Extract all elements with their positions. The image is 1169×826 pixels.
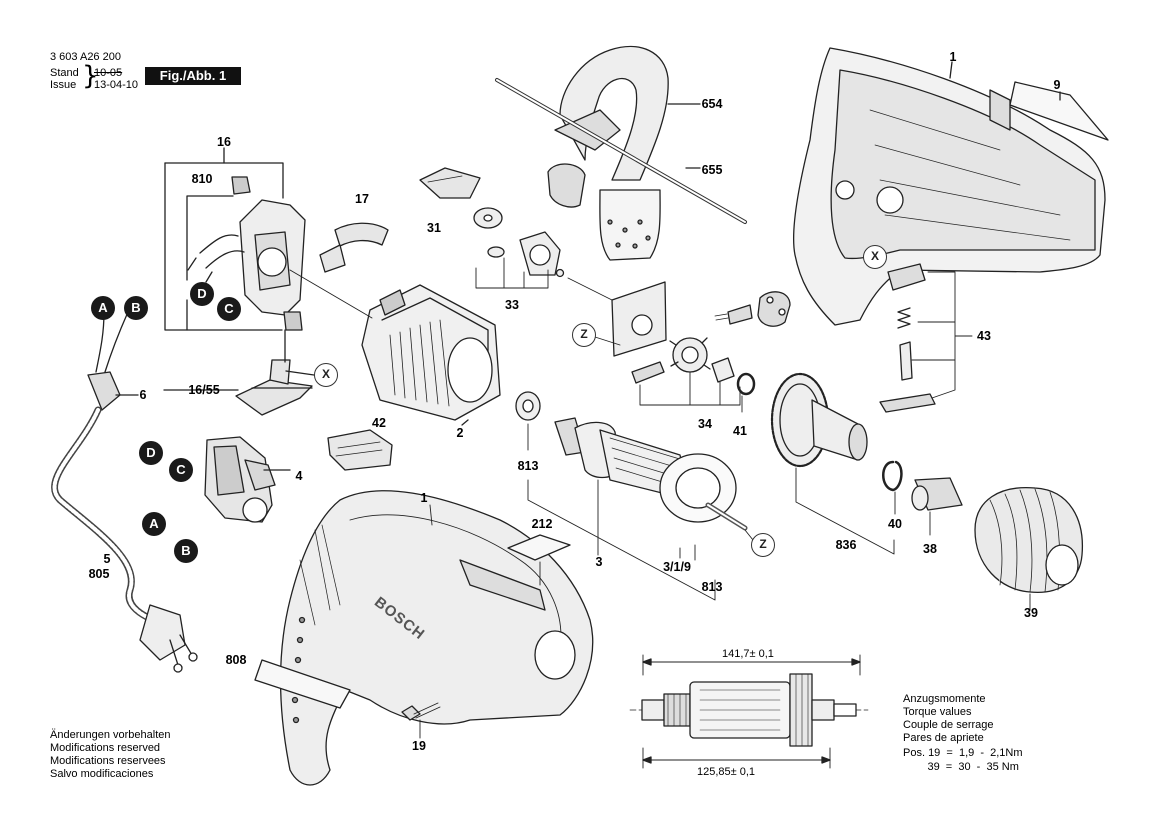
connection-marker-b-cord: B — [124, 296, 148, 320]
doc-number: 3 603 A26 200 — [50, 51, 121, 63]
part-label-654: 654 — [701, 97, 723, 111]
reference-z-1: Z — [572, 323, 596, 347]
connection-marker-a-switch: A — [142, 512, 166, 536]
bearing-38 — [911, 477, 963, 511]
part-label-42: 42 — [372, 416, 386, 430]
clip-17-part — [319, 222, 389, 273]
dimension-top: 141,7± 0,1 — [722, 648, 774, 660]
part-label-655: 655 — [701, 163, 723, 177]
part-label-34: 34 — [698, 417, 712, 431]
bearing-813 — [515, 391, 541, 421]
shield-16-55 — [235, 359, 315, 416]
switch-4-part — [204, 436, 276, 523]
note-line-de: Änderungen vorbehalten — [50, 729, 171, 741]
aux-handle-654 — [547, 45, 669, 261]
group-43-parts — [879, 263, 936, 413]
reference-z-2: Z — [751, 533, 775, 557]
part-label-40: 40 — [888, 517, 902, 531]
part-label-808: 808 — [225, 653, 247, 667]
connection-marker-c-brush: C — [217, 297, 241, 321]
clamp-screw-parts — [714, 291, 791, 327]
brush-holder-part — [231, 176, 306, 331]
part-label-6: 6 — [139, 388, 147, 402]
power-cord — [51, 311, 198, 673]
connection-marker-c-switch: C — [169, 458, 193, 482]
part-label-41: 41 — [733, 424, 747, 438]
circlip-41 — [736, 372, 756, 396]
part-label-3-1-9: 3/1/9 — [663, 560, 691, 574]
gear-spindle-836 — [770, 372, 868, 468]
part-label-17: 17 — [355, 192, 369, 206]
spring-clips — [187, 234, 245, 283]
part-label-33: 33 — [505, 298, 519, 312]
torque-line-pos39: 39 = 30 - 35 Nm — [903, 761, 1019, 773]
connection-marker-a-cord: A — [91, 296, 115, 320]
terminal-42-part — [327, 429, 393, 471]
part-label-1-bottom: 1 — [420, 491, 428, 505]
screw-19 — [401, 702, 441, 721]
reference-x-1: X — [314, 363, 338, 387]
part-label-31: 31 — [427, 221, 441, 235]
stand-label: Stand — [50, 67, 79, 79]
part-label-16-55: 16/55 — [188, 383, 220, 397]
note-line-fr: Modifications reservees — [50, 755, 166, 767]
group-34-parts — [611, 281, 735, 384]
part-label-810: 810 — [191, 172, 213, 186]
part-label-4: 4 — [295, 469, 303, 483]
torque-line-2: Torque values — [903, 706, 972, 718]
note-line-es: Salvo modificaciones — [50, 768, 154, 780]
label-808 — [254, 659, 351, 709]
part-31 — [419, 167, 481, 199]
part-label-43: 43 — [977, 329, 991, 343]
connection-marker-d-brush: D — [190, 282, 214, 306]
housing-half-1-bottom — [279, 490, 594, 786]
part-label-212: 212 — [531, 517, 553, 531]
part-label-3: 3 — [595, 555, 603, 569]
part-label-39: 39 — [1024, 606, 1038, 620]
rating-plate-9 — [1009, 81, 1109, 141]
part-label-38: 38 — [923, 542, 937, 556]
group-16-bracket — [164, 147, 284, 331]
connection-marker-b-switch: B — [174, 539, 198, 563]
circlip-40 — [882, 460, 903, 492]
part-label-5: 5 — [103, 552, 111, 566]
group-33-parts — [473, 207, 565, 278]
dimension-bottom: 125,85± 0,1 — [697, 766, 756, 778]
stand-date: 10-05 — [94, 67, 123, 79]
brace-glyph: } — [82, 61, 99, 91]
torque-line-3: Couple de serrage — [903, 719, 994, 731]
note-line-en: Modifications reserved — [50, 742, 161, 754]
part-label-1-top: 1 — [949, 50, 957, 64]
torque-line-4: Pares de apriete — [903, 732, 984, 744]
figure-title: Fig./Abb. 1 — [145, 67, 241, 85]
chuck-39-part — [974, 486, 1084, 593]
connection-marker-d-switch: D — [139, 441, 163, 465]
part-label-836: 836 — [835, 538, 857, 552]
issue-label: Issue — [50, 79, 77, 91]
part-label-2: 2 — [456, 426, 464, 440]
armature-3-part — [554, 417, 748, 531]
part-label-16: 16 — [217, 135, 231, 149]
part-label-19: 19 — [412, 739, 426, 753]
stator-field-part — [361, 284, 501, 421]
torque-line-pos19: Pos. 19 = 1,9 - 2,1Nm — [903, 747, 1023, 759]
label-212 — [507, 534, 571, 561]
part-label-813-a: 813 — [517, 459, 539, 473]
torque-line-1: Anzugsmomente — [903, 693, 986, 705]
part-label-813-b: 813 — [701, 580, 723, 594]
reference-x-2: X — [863, 245, 887, 269]
issue-date: 13-04-10 — [94, 79, 139, 91]
part-label-805: 805 — [88, 567, 110, 581]
part-label-9: 9 — [1053, 78, 1061, 92]
armature-dimension-drawing — [629, 654, 869, 769]
